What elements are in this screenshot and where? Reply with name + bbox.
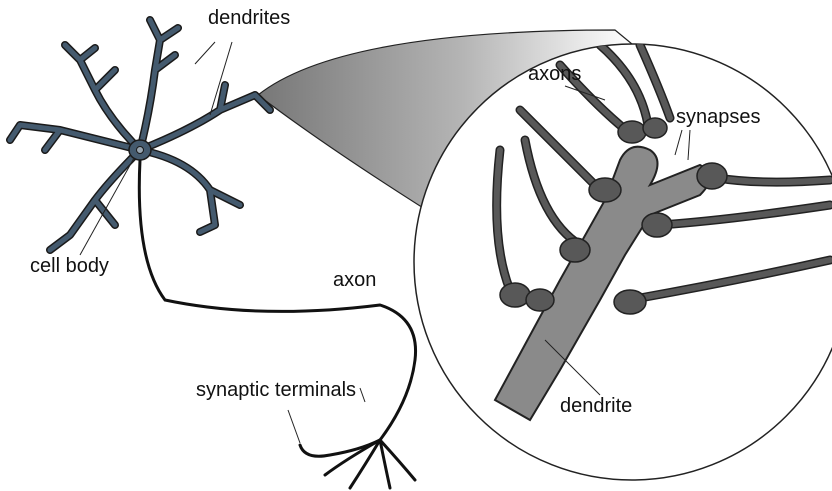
dendrite-label: dendrite	[560, 396, 632, 416]
synapses-label: synapses	[676, 107, 761, 127]
axon-label: axon	[333, 270, 376, 290]
cell-body-label: cell body	[30, 256, 109, 276]
synaptic-terminals-label: synaptic terminals	[196, 380, 356, 400]
cell-nucleus	[137, 147, 144, 154]
synaptic-terminals-branches	[300, 440, 415, 488]
dendrites-label: dendrites	[208, 8, 290, 28]
axons-label: axons	[528, 64, 581, 84]
